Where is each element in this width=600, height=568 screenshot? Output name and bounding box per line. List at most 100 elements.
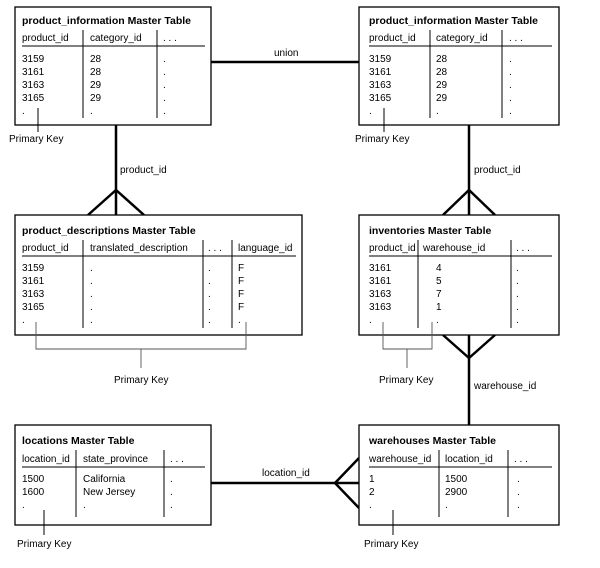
table-cell: .: [90, 289, 93, 300]
table-cell: 3165: [369, 93, 392, 104]
table-cell: 3163: [369, 302, 392, 313]
table-cell: 2: [369, 487, 375, 498]
column-header: . . .: [208, 243, 222, 254]
location-id-label: location_id: [262, 468, 310, 479]
table-title: product_descriptions Master Table: [22, 225, 196, 237]
column-header: . . .: [170, 454, 184, 465]
crows-foot-product-descriptions: [87, 188, 145, 216]
table-cell: 5: [436, 276, 442, 287]
table-cell: .: [369, 106, 372, 117]
table-cell: .: [445, 500, 448, 511]
column-header: category_id: [90, 33, 142, 44]
product-id-label-right: product_id: [474, 165, 521, 176]
table-cell: 28: [90, 67, 102, 78]
table-cell: .: [90, 302, 93, 313]
column-header: location_id: [445, 454, 493, 465]
table-cell: 3163: [369, 289, 392, 300]
table-box: [358, 6, 560, 126]
column-header: state_province: [83, 454, 148, 465]
table-cell: 28: [436, 54, 448, 65]
table-cell: .: [90, 276, 93, 287]
primary-key-bracket: [382, 322, 433, 350]
table-cell: 29: [436, 80, 448, 91]
table-cell: 1: [369, 474, 375, 485]
table-cell: F: [238, 263, 244, 274]
column-header: . . .: [516, 243, 530, 254]
table-cell: .: [517, 474, 520, 485]
table-title: product_information Master Table: [369, 15, 538, 27]
table-cell: 3165: [22, 93, 45, 104]
table-cell: 3163: [22, 289, 45, 300]
table-cell: 1: [436, 302, 442, 313]
table-title: product_information Master Table: [22, 15, 191, 27]
table-cell: 3163: [22, 80, 45, 91]
table-title: warehouses Master Table: [368, 435, 496, 447]
table-cell: F: [238, 289, 244, 300]
table-cell: .: [517, 500, 520, 511]
table-cell: 3161: [22, 67, 45, 78]
table-cell: .: [509, 106, 512, 117]
table-cell: 3163: [369, 80, 392, 91]
table-cell: .: [170, 474, 173, 485]
table-cell: .: [22, 106, 25, 117]
table-cell: F: [238, 276, 244, 287]
locations-table: locations Master Table location_id state…: [14, 424, 212, 550]
table-cell: 29: [436, 93, 448, 104]
table-cell: .: [83, 500, 86, 511]
table-cell: .: [516, 289, 519, 300]
table-cell: .: [436, 315, 439, 326]
table-box: [358, 424, 560, 526]
table-cell: .: [516, 302, 519, 313]
table-cell: 3161: [22, 276, 45, 287]
table-cell: .: [163, 67, 166, 78]
table-cell: 2900: [445, 487, 468, 498]
table-cell: .: [170, 487, 173, 498]
table-cell: .: [90, 106, 93, 117]
table-cell: .: [509, 80, 512, 91]
table-cell: .: [208, 302, 211, 313]
table-cell: .: [516, 263, 519, 274]
table-cell: F: [238, 302, 244, 313]
table-title: inventories Master Table: [369, 225, 492, 237]
table-cell: 3159: [22, 263, 45, 274]
table-cell: 3161: [369, 67, 392, 78]
table-cell: .: [369, 315, 372, 326]
table-cell: .: [22, 500, 25, 511]
table-cell: .: [90, 315, 93, 326]
column-header: . . .: [163, 33, 177, 44]
table-cell: .: [208, 263, 211, 274]
table-cell: 28: [436, 67, 448, 78]
primary-key-label: Primary Key: [379, 375, 433, 386]
column-header: . . .: [509, 33, 523, 44]
crows-foot-warehouses-locations: [333, 457, 360, 509]
product-information-table-left: product_information Master Table product…: [9, 6, 212, 145]
primary-key-label: Primary Key: [355, 134, 409, 145]
table-cell: California: [83, 474, 126, 485]
table-cell: .: [509, 67, 512, 78]
table-cell: .: [509, 93, 512, 104]
primary-key-label: Primary Key: [17, 539, 71, 550]
table-cell: 1600: [22, 487, 45, 498]
table-cell: 3165: [22, 302, 45, 313]
table-cell: 3159: [369, 54, 392, 65]
table-cell: .: [208, 289, 211, 300]
table-box: [358, 214, 560, 336]
column-header: product_id: [369, 243, 416, 254]
column-header: category_id: [436, 33, 488, 44]
table-cell: .: [163, 80, 166, 91]
table-box: [14, 214, 303, 336]
table-cell: .: [163, 106, 166, 117]
table-cell: .: [369, 500, 372, 511]
column-header: warehouse_id: [368, 454, 431, 465]
table-cell: 29: [90, 93, 102, 104]
table-cell: 28: [90, 54, 102, 65]
table-cell: .: [509, 54, 512, 65]
column-header: translated_description: [90, 243, 188, 254]
column-header: warehouse_id: [422, 243, 485, 254]
table-cell: .: [238, 315, 241, 326]
union-label: union: [274, 48, 298, 59]
table-cell: .: [170, 500, 173, 511]
inventories-table: inventories Master Table product_id ware…: [358, 214, 560, 386]
table-cell: 1500: [22, 474, 45, 485]
